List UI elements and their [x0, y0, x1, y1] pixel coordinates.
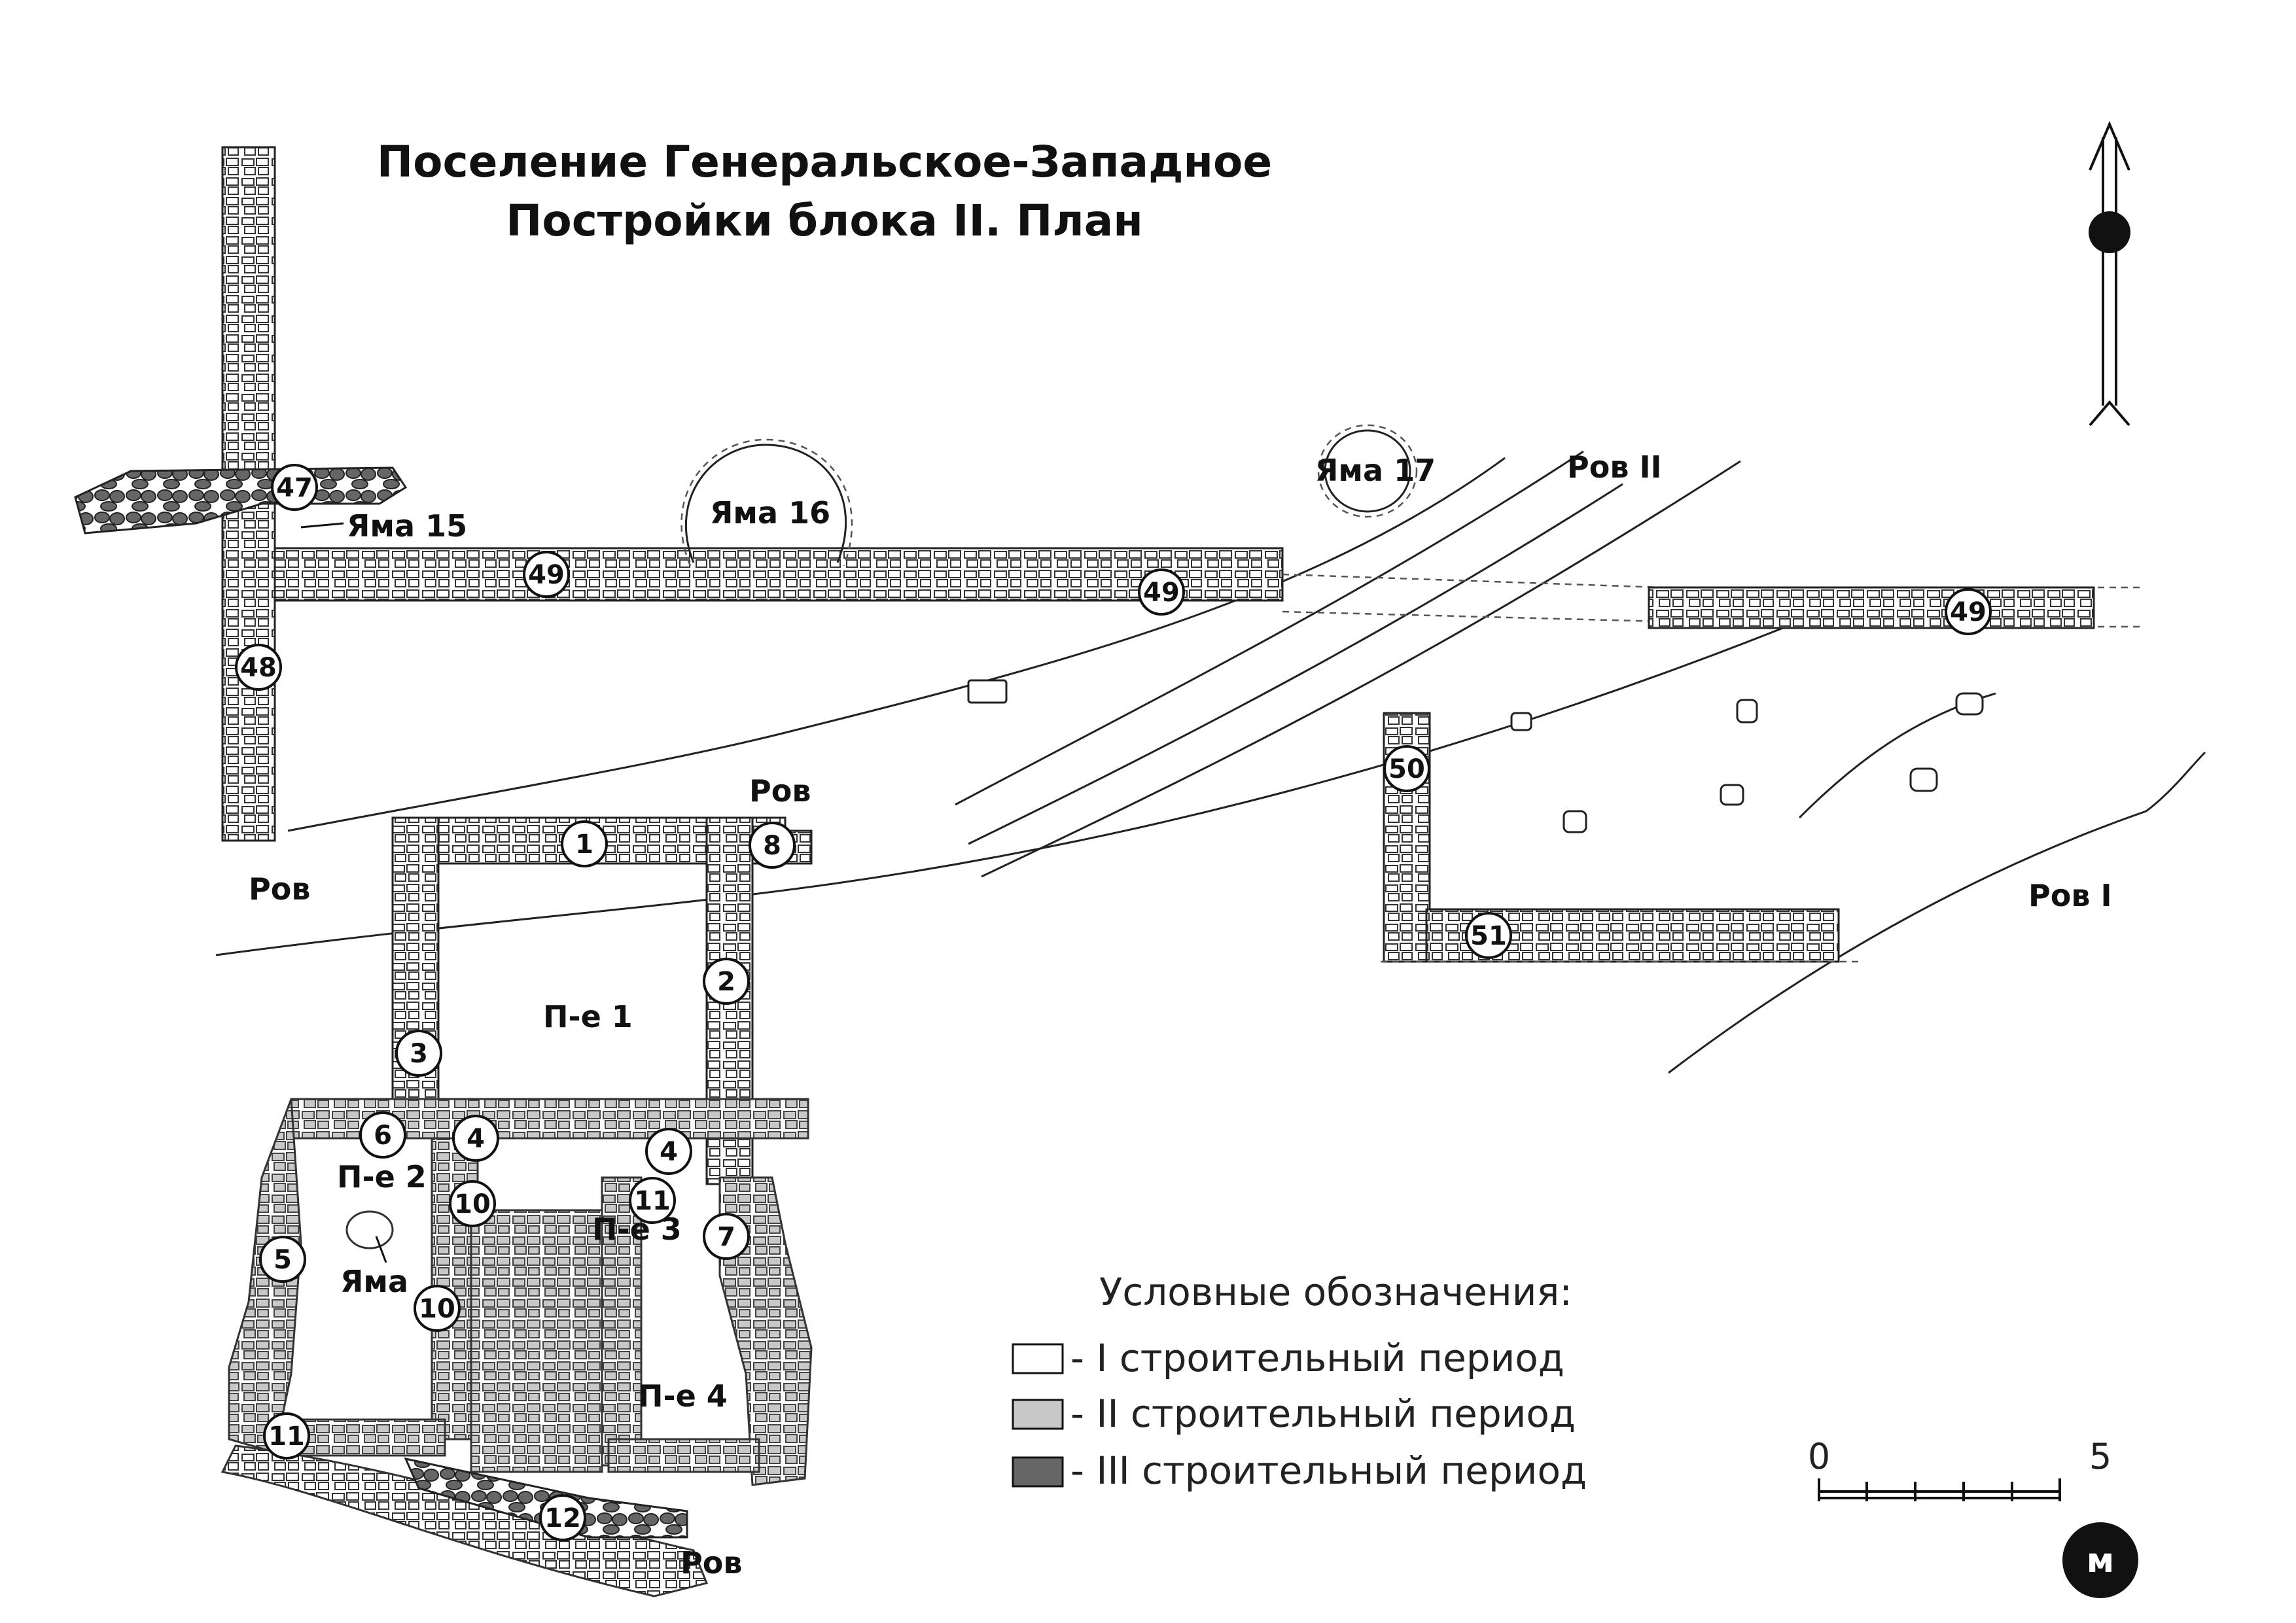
wall-marker-11a: 11 [629, 1177, 676, 1224]
wall-marker-7: 7 [703, 1213, 750, 1260]
legend-swatch-2 [1012, 1399, 1064, 1430]
ditch-1-label: Ров I [2028, 878, 2112, 913]
wall-marker-10a: 10 [449, 1180, 496, 1227]
wall-marker-49c: 49 [1945, 588, 1992, 635]
legend-item-2: - II строительный период [1070, 1391, 1576, 1436]
legend-heading: Условные обозначения: [1099, 1270, 1572, 1314]
svg-text:11: 11 [268, 1422, 305, 1452]
wall-marker-11b: 11 [263, 1412, 310, 1459]
pit-17-label: Яма 17 [1315, 453, 1436, 488]
svg-text:2: 2 [717, 967, 735, 997]
svg-text:4: 4 [660, 1137, 678, 1167]
svg-text:49: 49 [1950, 597, 1987, 627]
wall-marker-12: 12 [539, 1494, 586, 1541]
svg-text:48: 48 [240, 653, 277, 683]
wall-marker-5: 5 [259, 1236, 306, 1283]
wall-marker-3: 3 [395, 1030, 442, 1077]
pit-16-outline [680, 438, 853, 567]
svg-text:49: 49 [1143, 578, 1180, 608]
svg-text:6: 6 [374, 1121, 392, 1151]
svg-text:47: 47 [276, 473, 313, 503]
svg-text:12: 12 [544, 1503, 581, 1533]
ditch-label-south: Ров [680, 1545, 742, 1580]
title-line-2: Постройки блока II. План [506, 196, 1143, 246]
wall-marker-49b: 49 [1138, 568, 1185, 616]
wall-marker-4b: 4 [645, 1128, 692, 1175]
scale-unit: м [2087, 1541, 2115, 1580]
pit-label: Яма [340, 1264, 408, 1299]
wall-47 [74, 466, 408, 534]
wall-marker-48: 48 [235, 644, 282, 691]
svg-text:7: 7 [717, 1222, 735, 1252]
legend-swatch-3 [1012, 1456, 1064, 1488]
wall-marker-8: 8 [749, 822, 796, 869]
pit-17-outline [1317, 424, 1418, 518]
isolated-stones [967, 679, 1984, 833]
scale-max: 5 [2089, 1436, 2111, 1477]
scale-unit-badge [2062, 1522, 2138, 1598]
svg-text:10: 10 [454, 1189, 491, 1219]
wall-marker-50: 50 [1383, 745, 1430, 792]
svg-text:8: 8 [763, 831, 781, 861]
wall-markers: 1 2 3 4 4 5 6 7 8 10 10 11 11 12 47 48 4… [235, 464, 1992, 1541]
svg-text:51: 51 [1470, 921, 1507, 951]
svg-text:5: 5 [274, 1245, 292, 1275]
svg-text:49: 49 [528, 560, 565, 590]
svg-text:4: 4 [467, 1124, 485, 1154]
svg-text:3: 3 [410, 1039, 428, 1069]
room-2-label: П-е 2 [337, 1159, 427, 1195]
wall-marker-47: 47 [271, 464, 318, 511]
scale-bar: 0 5 м [1808, 1436, 2138, 1598]
wall-marker-51: 51 [1465, 912, 1512, 959]
wall-marker-49a: 49 [523, 551, 570, 598]
svg-text:10: 10 [419, 1294, 455, 1324]
title-line-1: Поселение Генеральское-Западное [377, 137, 1272, 187]
pit-16-label: Яма 16 [710, 495, 830, 531]
legend-item-3: - III строительный период [1070, 1448, 1587, 1493]
wall-marker-6: 6 [359, 1111, 406, 1159]
ditch-label-west: Ров [249, 871, 310, 907]
room-1-label: П-е 1 [543, 999, 633, 1034]
wall-marker-4a: 4 [452, 1115, 499, 1162]
scale-zero: 0 [1808, 1436, 1830, 1477]
wall-marker-1: 1 [561, 820, 608, 867]
svg-text:50: 50 [1388, 754, 1425, 784]
legend-item-1: - I строительный период [1070, 1336, 1564, 1380]
pit-15-label: Яма 15 [347, 508, 467, 544]
wall-12 [221, 1444, 709, 1597]
ditch-lines [215, 450, 2206, 1074]
room-4-label: П-е 4 [638, 1378, 728, 1414]
legend-swatch-1 [1012, 1343, 1064, 1374]
north-arrow-icon [2089, 120, 2130, 427]
wall-marker-10b: 10 [414, 1285, 461, 1332]
svg-text:1: 1 [575, 829, 593, 860]
ditch-label-north: Ров [749, 773, 811, 809]
legend: Условные обозначения: - I строительный п… [1012, 1270, 1587, 1493]
wall-marker-2: 2 [703, 958, 750, 1005]
walls-50-51 [1381, 712, 1858, 963]
ditch-2-label: Ров II [1567, 449, 1662, 485]
svg-text:11: 11 [634, 1186, 671, 1216]
